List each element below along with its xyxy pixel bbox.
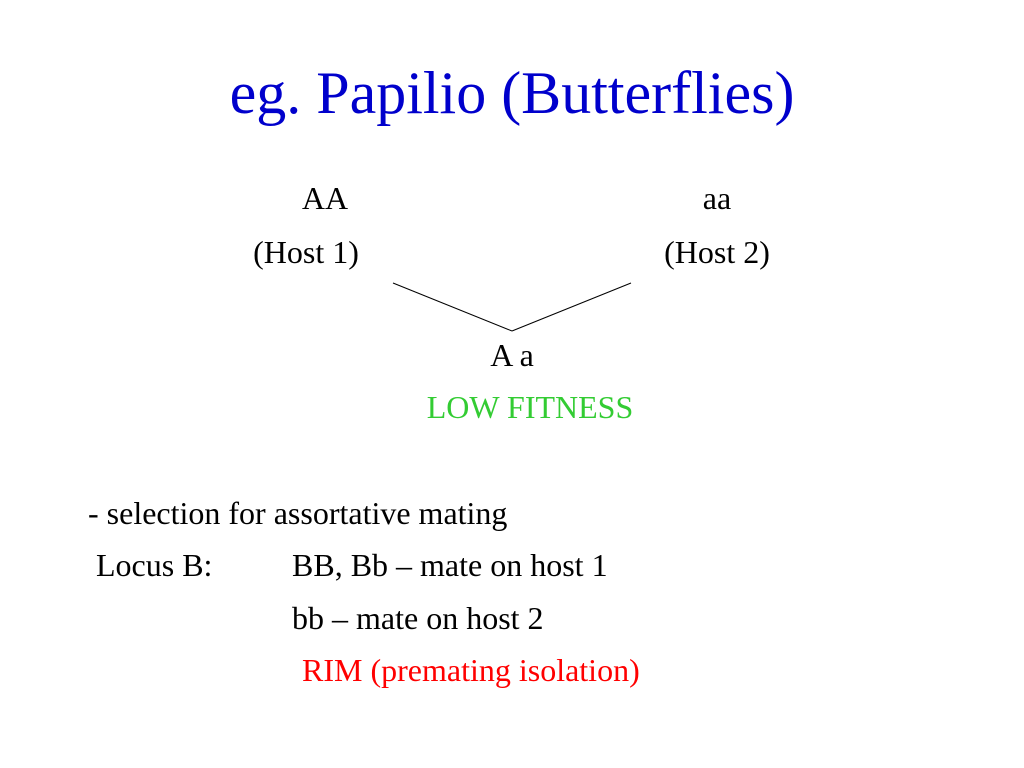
parent1-genotype: AA bbox=[301, 180, 349, 216]
parent1-host: (Host 1) bbox=[253, 234, 359, 270]
offspring-fitness-label: LOW FITNESS bbox=[426, 389, 634, 425]
locus-label: Locus B: bbox=[96, 547, 213, 583]
locus-line-1: BB, Bb – mate on host 1 bbox=[292, 547, 608, 583]
cross-line-left bbox=[392, 282, 513, 332]
locus-line-2: bb – mate on host 2 bbox=[292, 600, 544, 636]
cross-line-right bbox=[511, 282, 632, 332]
slide-title: eg. Papilio (Butterflies) bbox=[229, 60, 795, 126]
parent2-genotype: aa bbox=[702, 180, 732, 216]
rim-conclusion: RIM (premating isolation) bbox=[302, 652, 640, 688]
selection-note: - selection for assortative mating bbox=[88, 495, 508, 531]
parent2-host: (Host 2) bbox=[664, 234, 770, 270]
offspring-genotype: A a bbox=[490, 337, 534, 373]
